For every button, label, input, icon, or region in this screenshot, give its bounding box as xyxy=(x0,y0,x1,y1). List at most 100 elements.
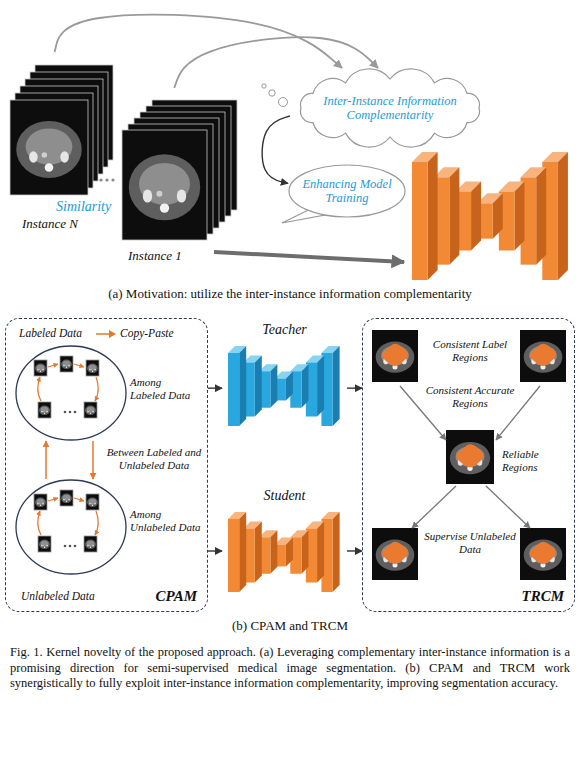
ct-organ xyxy=(87,541,95,547)
ct-slice xyxy=(10,100,88,195)
annotation: Among Unlabeled Data xyxy=(130,508,206,533)
ellipsis-dot xyxy=(69,411,72,414)
ct-background xyxy=(34,360,47,376)
copy-paste-arrow xyxy=(48,364,58,367)
ct-body xyxy=(376,341,415,372)
data-ellipse: Labeled Data xyxy=(15,327,127,441)
ct-organ xyxy=(63,495,71,501)
block-front xyxy=(228,353,239,426)
ct-kidney xyxy=(46,411,47,413)
legend-entry: Copy-Paste xyxy=(95,327,174,340)
annotation: Among Labeled Data xyxy=(130,376,198,401)
ct-aorta xyxy=(89,410,91,412)
legend-swatch xyxy=(95,329,117,339)
ct-organ xyxy=(37,365,45,371)
connector-arrow xyxy=(45,441,47,479)
speech-bubble: Enhancing Model Training xyxy=(288,164,406,218)
ct-kidney xyxy=(87,545,88,547)
image-stack: Instance 1 xyxy=(118,88,243,266)
cloud-outline xyxy=(301,69,480,147)
ct-organ xyxy=(139,163,190,205)
ct-organ xyxy=(89,365,97,371)
ct-aorta xyxy=(43,544,45,546)
ct-slice xyxy=(60,356,73,372)
ct-aorta xyxy=(156,191,162,197)
block-side xyxy=(286,538,293,567)
network-illustration xyxy=(412,152,568,280)
ct-background xyxy=(84,402,97,418)
ct-organ xyxy=(89,499,97,505)
segmentation-mask xyxy=(382,344,408,366)
block-side xyxy=(333,346,340,426)
ct-background xyxy=(372,528,418,580)
network-illustration xyxy=(228,512,340,592)
ct-kidney xyxy=(94,369,95,371)
ellipsis-dot xyxy=(74,411,77,414)
ct-body xyxy=(85,540,96,550)
bubble-text: Enhancing Model Training xyxy=(301,177,393,206)
ct-slice xyxy=(122,130,207,240)
ct-organ xyxy=(63,361,71,367)
swatch-line xyxy=(96,333,110,335)
block-side xyxy=(317,521,324,582)
module-name: CPAM xyxy=(156,588,197,605)
ct-background xyxy=(520,528,566,580)
ct-kidney xyxy=(89,369,90,371)
ct-slice xyxy=(38,536,51,552)
block-side xyxy=(270,530,277,574)
annotation: Consistent Accurate Regions xyxy=(420,384,520,409)
ct-spine xyxy=(90,413,91,414)
connector-arrow xyxy=(55,15,342,68)
cloud-text: Inter-Instance Information Complementari… xyxy=(315,94,465,123)
ct-aorta xyxy=(91,368,93,370)
ct-slice xyxy=(84,402,97,418)
ct-aorta xyxy=(42,152,47,157)
segmentation-mask xyxy=(382,542,408,564)
block-side xyxy=(239,512,246,592)
ct-aorta xyxy=(43,410,45,412)
ct-kidney xyxy=(94,503,95,505)
block-side xyxy=(493,193,503,238)
ct-background xyxy=(86,360,99,376)
ct-spine xyxy=(160,203,169,212)
ct-body xyxy=(524,539,563,570)
ct-kidney xyxy=(143,189,152,202)
block-side xyxy=(301,364,308,408)
ct-kidney xyxy=(92,545,93,547)
ct-kidney xyxy=(41,545,42,547)
annotation: Between Labeled and Unlabeled Data xyxy=(102,446,206,471)
module-name: TRCM xyxy=(521,588,564,605)
network-illustration xyxy=(228,346,340,426)
ct-slice xyxy=(372,330,418,382)
node-outline xyxy=(15,479,127,605)
legend-text: Copy-Paste xyxy=(120,327,174,340)
ct-background xyxy=(10,100,88,195)
ct-background xyxy=(38,536,51,552)
block-side xyxy=(536,167,546,264)
block-side xyxy=(239,346,246,426)
subcaption: (a) Motivation: utilize the inter-instan… xyxy=(0,287,580,302)
data-outline xyxy=(16,480,126,574)
ct-kidney xyxy=(29,151,38,162)
ct-body xyxy=(87,364,98,374)
ct-body xyxy=(39,406,50,416)
ct-kidney xyxy=(63,499,64,501)
bubble-outline xyxy=(289,165,405,217)
ct-body xyxy=(129,154,200,220)
flow-arrow xyxy=(486,486,530,528)
segmentation-mask xyxy=(456,444,483,467)
ct-slice xyxy=(520,330,566,382)
ct-kidney xyxy=(87,411,88,413)
ct-slice xyxy=(86,494,99,510)
data-label: Labeled Data xyxy=(19,327,82,340)
ellipsis-dot xyxy=(69,545,72,548)
ct-slice xyxy=(60,490,73,506)
ct-body xyxy=(35,364,46,374)
ct-slice xyxy=(520,528,566,580)
ct-background xyxy=(60,356,73,372)
ct-background xyxy=(520,330,566,382)
block-front xyxy=(412,162,428,280)
copy-paste-arrow xyxy=(95,377,98,401)
ct-organ xyxy=(26,129,73,165)
